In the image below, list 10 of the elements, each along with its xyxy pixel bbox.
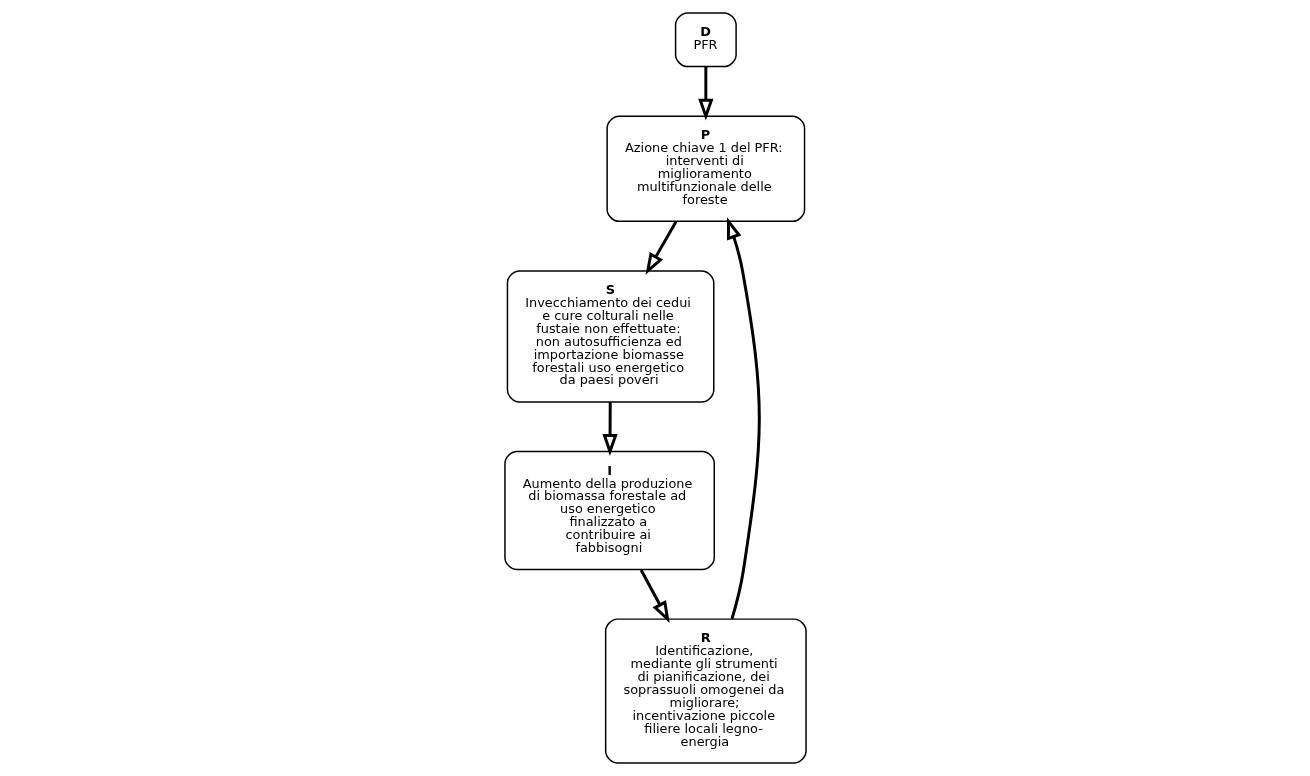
node-box: S Invecchiamento dei cedui e cure colturali nelle fustaie non effettuate: non autosufficienza ed importazione biomasse forestali uso energetico da paesi poveri [506,270,715,403]
arrow [645,221,677,275]
node-box: P Azione chiave 1 del PFR: interventi di miglioramento multifunzionale delle foreste [605,115,805,223]
arrow [639,569,670,623]
arrow [697,66,713,121]
node-box: I Aumento della produzione di biomassa forestale ad uso energetico finalizzato a contribuire ai fabbisogni [503,450,715,571]
arrow [726,217,761,620]
arrow [601,401,618,456]
node-box: R Identificazione, mediante gli strumenti di pianificazione, dei soprassuoli omogenei da migliorare; incentivazione piccole filiere locali legno-energia [604,618,807,764]
node-box: D PFR [674,12,737,68]
